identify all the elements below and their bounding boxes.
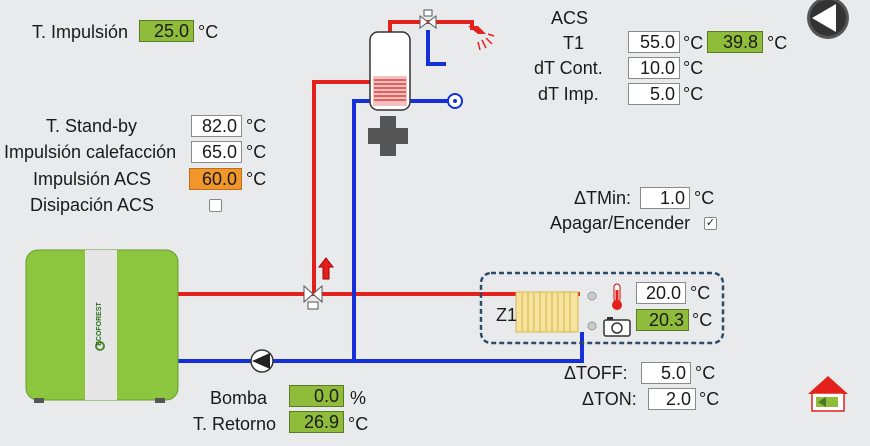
camera-icon (603, 317, 631, 337)
return-riser-pipe (352, 99, 452, 361)
ton-unit: °C (699, 389, 720, 409)
pump-value: 0.0 (289, 385, 344, 407)
back-arrow-icon (807, 0, 849, 39)
impulsion-calef-unit: °C (246, 142, 267, 162)
apagar-label: Apagar/Encender (550, 213, 691, 233)
ton-value[interactable]: 2.0 (648, 388, 696, 410)
zone-setpoint-unit: °C (690, 283, 711, 303)
impulsion-acs-value[interactable]: 60.0 (189, 168, 242, 190)
zone-actual-unit: °C (692, 310, 713, 330)
home-button[interactable] (806, 374, 850, 414)
disipacion-acs-checkbox[interactable] (209, 199, 222, 212)
pump-icon (250, 349, 274, 373)
standby-label: T. Stand-by (46, 116, 138, 136)
acs-dtcont-value[interactable]: 10.0 (628, 57, 680, 79)
back-button[interactable] (806, 0, 850, 40)
impulsion-label: T. Impulsión (32, 22, 129, 42)
acs-dtimp-unit: °C (683, 84, 704, 104)
zone-name: Z1 (496, 305, 518, 325)
acs-dtcont-unit: °C (683, 58, 704, 78)
acs-dtimp-value[interactable]: 5.0 (628, 83, 680, 105)
impulsion-acs-label: Impulsión ACS (33, 169, 152, 189)
home-icon (808, 376, 848, 412)
pump-label: Bomba (210, 388, 268, 408)
tmin-value[interactable]: 1.0 (640, 187, 690, 209)
boiler-unit (25, 249, 179, 403)
acs-dtimp-label: dT Imp. (538, 84, 599, 104)
disipacion-acs-label: Disipación ACS (30, 195, 155, 215)
tmin-label: ΔTMin: (574, 188, 632, 208)
ton-label: ΔTON: (582, 389, 637, 409)
acs-t1-label: T1 (563, 33, 585, 53)
retorno-unit: °C (348, 414, 369, 434)
standby-unit: °C (246, 116, 267, 136)
standby-value[interactable]: 82.0 (191, 115, 242, 137)
acs-dtcont-label: dT Cont. (534, 58, 603, 78)
return-pipe (178, 332, 584, 363)
heater-plus-icon (368, 116, 408, 156)
acs-title: ACS (551, 8, 589, 28)
acs-t1-setpoint[interactable]: 55.0 (628, 31, 680, 53)
acs-t1-actual: 39.8 (707, 31, 763, 53)
impulsion-calef-value[interactable]: 65.0 (191, 141, 242, 163)
supply-riser-pipe (312, 80, 372, 294)
impulsion-value: 25.0 (139, 20, 194, 42)
valve-icon-top (419, 9, 437, 29)
thermometer-icon (612, 283, 622, 310)
toff-value[interactable]: 5.0 (641, 362, 691, 384)
acs-t1-unit1: °C (683, 33, 704, 53)
pump-unit: % (350, 388, 367, 408)
brand-logo: ECOFOREST (96, 302, 103, 346)
retorno-value: 26.9 (289, 411, 344, 433)
retorno-label: T. Retorno (193, 414, 277, 434)
impulsion-unit: °C (198, 22, 219, 42)
tmin-unit: °C (694, 188, 715, 208)
apagar-checkbox[interactable]: ✓ (704, 217, 717, 230)
zone-actual: 20.3 (636, 309, 689, 331)
toff-label: ΔTOFF: (564, 363, 628, 383)
tap-icon (468, 26, 495, 51)
acs-t1-unit2: °C (767, 33, 788, 53)
impulsion-calef-label: Impulsión calefacción (4, 142, 177, 162)
tank-icon (369, 31, 411, 111)
impulsion-acs-unit: °C (246, 169, 267, 189)
toff-unit: °C (695, 363, 716, 383)
zone-setpoint[interactable]: 20.0 (636, 282, 686, 304)
valve-icon-mid (303, 284, 323, 310)
cold-water-pipe (426, 30, 446, 66)
flow-arrow-icon (317, 257, 335, 280)
radiator-icon (515, 291, 579, 333)
